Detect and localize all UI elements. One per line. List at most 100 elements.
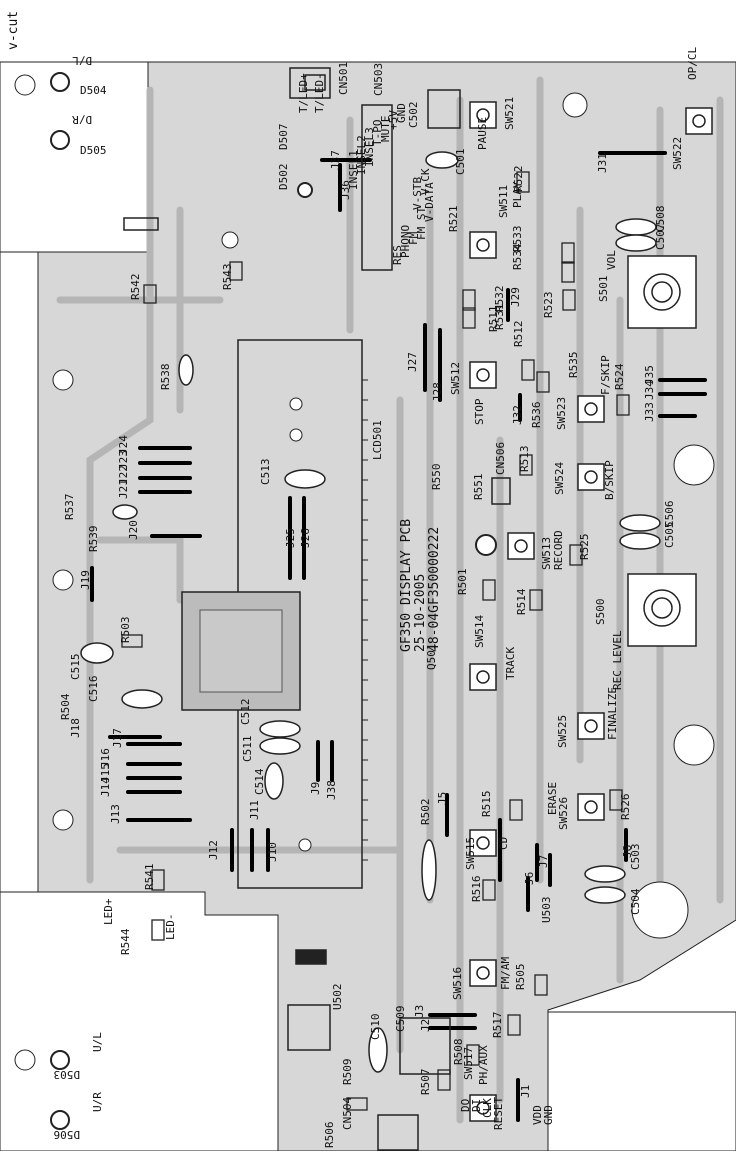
- label-ul: U/L: [91, 1032, 104, 1052]
- label-r501: R501: [456, 568, 469, 596]
- connectors: [123, 67, 511, 1151]
- label-c503: C503: [629, 843, 642, 871]
- label-cn501: CN501: [337, 61, 350, 95]
- label-r504: R504: [59, 693, 72, 721]
- label-r543: R543: [221, 263, 234, 291]
- label-r551: R551: [472, 473, 485, 501]
- label-j31: J31: [596, 153, 609, 173]
- leds: [50, 72, 497, 1130]
- label-r521: R521: [447, 205, 460, 233]
- label-j27: J27: [406, 352, 419, 372]
- label-r506: R506: [323, 1121, 336, 1149]
- label-c511: C511: [241, 735, 254, 763]
- label-j21: J21: [117, 479, 130, 499]
- label-j20: J20: [127, 520, 140, 540]
- label-sw525: SW525: [556, 714, 569, 748]
- label-c504: C504: [629, 888, 642, 916]
- label-sw523: SW523: [555, 396, 568, 430]
- label-record: RECORD: [552, 530, 565, 570]
- label-sw524: SW524: [553, 461, 566, 495]
- label-play: PLAY: [511, 181, 524, 209]
- label-j14: J14: [99, 777, 112, 797]
- label-r511: R511: [487, 305, 500, 333]
- label-r544: R544: [119, 928, 132, 956]
- label-cn503: CN503: [372, 62, 385, 96]
- label-j26: J26: [299, 528, 312, 548]
- label-sw514: SW514: [473, 614, 486, 648]
- label-j38: J38: [325, 780, 338, 800]
- label-r505: R505: [514, 963, 527, 991]
- label-c514: C514: [253, 768, 266, 796]
- mount-holes: [14, 74, 715, 1071]
- label-sw521: SW521: [503, 96, 516, 130]
- label-j37: J37: [329, 150, 342, 170]
- label-finalize: FINALIZE: [606, 687, 619, 740]
- label-tledp: T/LED+: [297, 73, 310, 113]
- label-j19: J19: [79, 570, 92, 590]
- label-j7: J7: [537, 854, 550, 868]
- label-r539: R539: [87, 525, 100, 553]
- vcut-label: v-cut: [6, 10, 21, 50]
- label-sw516: SW516: [451, 966, 464, 1000]
- lcd-pins: [362, 379, 368, 861]
- label-s500: S500: [594, 598, 607, 626]
- label-j5: J5: [436, 791, 449, 805]
- label-cd: CD: [497, 836, 510, 850]
- label-j17: J17: [111, 728, 124, 748]
- label-r514: R514: [515, 588, 528, 616]
- label-c516: C516: [87, 675, 100, 703]
- label-j32: J32: [511, 405, 524, 425]
- label-cn506: CN506: [494, 441, 507, 475]
- label-j29: J29: [509, 287, 522, 307]
- label-r537: R537: [63, 493, 76, 521]
- capacitors: [80, 151, 661, 1073]
- label-d505: D505: [80, 144, 107, 157]
- label-phaux: PH/AUX: [477, 1045, 490, 1085]
- label-fskip: F/SKIP: [599, 355, 612, 395]
- label-d503: D503: [53, 1068, 81, 1081]
- label-r502: R502: [419, 798, 432, 826]
- label-r524: R524: [613, 363, 626, 391]
- label-c505: C505: [663, 521, 676, 549]
- label-j6: J6: [523, 871, 536, 885]
- label-lcd501: LCD501: [371, 420, 384, 460]
- label-c509: C509: [394, 1005, 407, 1033]
- label-r534: R534: [511, 243, 524, 271]
- label-pause: PAUSE: [476, 116, 489, 150]
- cutout-bottom-right: [547, 1011, 736, 1151]
- cutout-left: [0, 251, 39, 893]
- pcb-title: GF350 DISPLAY PCB: [399, 518, 414, 652]
- label-r503: R503: [119, 616, 132, 644]
- label-reclevel: REC LEVEL: [611, 630, 624, 690]
- label-sw511: SW511: [497, 184, 510, 218]
- label-cn504: CN504: [341, 1096, 354, 1130]
- label-r536: R536: [530, 401, 543, 429]
- label-sw522: SW522: [671, 136, 684, 170]
- jumpers: [90, 151, 707, 1122]
- pcb-date: 25-10-2005: [413, 573, 428, 652]
- label-tledm: T/LED-: [313, 73, 326, 113]
- label-r507: R507: [419, 1068, 432, 1096]
- pcb-part-number: 48-04GF350000222: [427, 526, 442, 652]
- traces: [56, 76, 724, 1124]
- label-reset: RESET: [492, 1096, 505, 1130]
- label-j13: J13: [109, 804, 122, 824]
- label-j11: J11: [248, 800, 261, 820]
- potentiometers: [627, 255, 697, 647]
- label-sw515: SW515: [464, 836, 477, 870]
- label-u502: U502: [331, 983, 344, 1011]
- label-r515: R515: [480, 790, 493, 818]
- label-j9: J9: [309, 781, 322, 795]
- label-track: TRACK: [504, 646, 517, 680]
- label-r550: R550: [430, 463, 443, 491]
- label-j18: J18: [69, 718, 82, 738]
- label-j35: J35: [643, 365, 656, 385]
- cutout-bottom-left: [0, 891, 279, 1151]
- label-d504: D504: [80, 84, 107, 97]
- label-c507: C507: [654, 223, 667, 251]
- switches: [469, 101, 713, 1122]
- label-dl1: D/L: [72, 54, 92, 67]
- label-c510: C510: [369, 1013, 382, 1041]
- label-r516: R516: [470, 875, 483, 903]
- label-sw513: SW513: [540, 536, 553, 570]
